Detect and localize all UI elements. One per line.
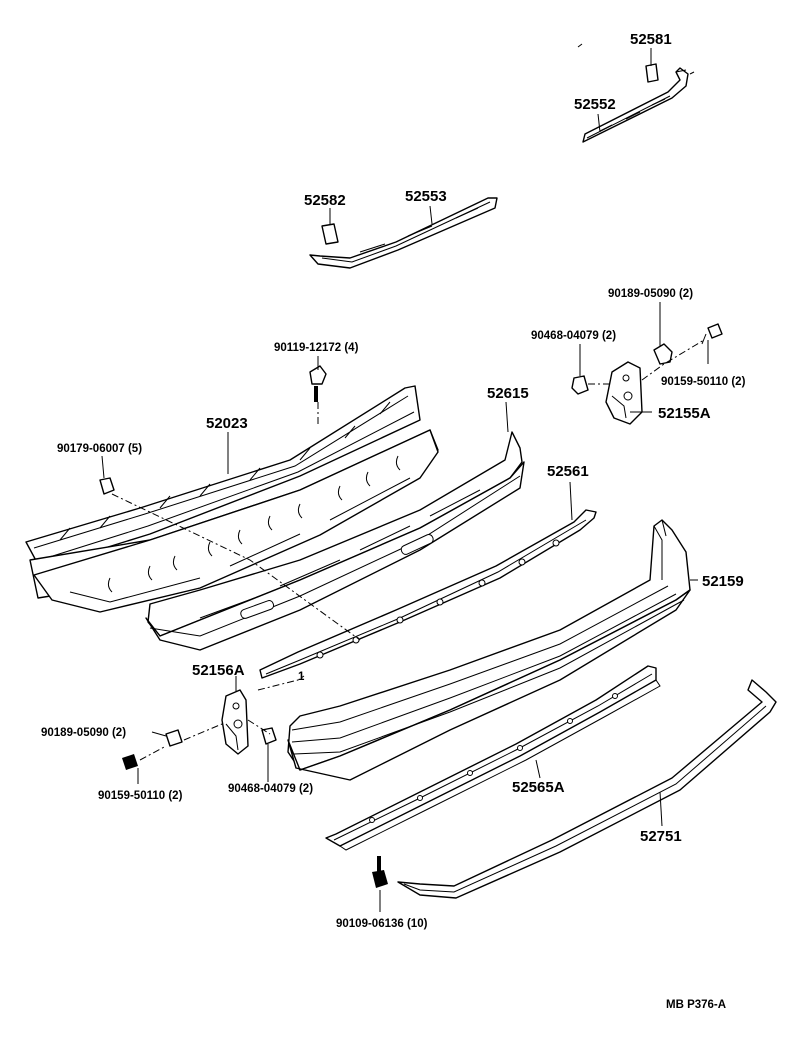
label-90189-05090-left: 90189-05090 (2): [41, 727, 126, 739]
label-52561: 52561: [547, 463, 589, 480]
bolt-90119: [309, 365, 327, 402]
label-90468-04079-right: 90468-04079 (2): [531, 330, 616, 342]
clip-90468-b: [261, 727, 277, 745]
ref-marker-1: 1: [298, 671, 305, 683]
label-52581: 52581: [630, 31, 672, 48]
label-52156A: 52156A: [192, 662, 245, 679]
label-52552: 52552: [574, 96, 616, 113]
bumper-cover-52159: [287, 519, 691, 781]
assembly-line-bracket-left: [139, 719, 271, 761]
label-52159: 52159: [702, 573, 744, 590]
label-52023: 52023: [206, 415, 248, 432]
lower-reinforcement-52565A: [325, 665, 661, 851]
bracket-52156A: [221, 689, 249, 755]
bracket-52155A: [605, 361, 643, 425]
bumper-absorber-52615: [145, 431, 525, 651]
label-52155A: 52155A: [658, 405, 711, 422]
label-52565A: 52565A: [512, 779, 565, 796]
label-90119-12172: 90119-12172 (4): [274, 342, 359, 354]
clip-52581: [645, 63, 659, 83]
diagram-code: MB P376-A: [666, 999, 726, 1011]
bumper-reinforcement-52023: [25, 385, 439, 613]
assembly-line-ref1: [257, 675, 305, 691]
moulding-52552: [582, 67, 689, 143]
nut-90189-b: [165, 729, 183, 747]
retainer-52561: [259, 509, 597, 679]
label-90109-06136: 90109-06136 (10): [336, 918, 428, 930]
label-90159-50110-left: 90159-50110 (2): [98, 790, 183, 802]
label-52615: 52615: [487, 385, 529, 402]
label-90179-06007: 90179-06007 (5): [57, 443, 142, 455]
lower-moulding-52751: [397, 679, 777, 899]
assembly-line-main: [111, 493, 361, 641]
bolt-90159-a: [701, 323, 723, 345]
assembly-line-bracket-right: [588, 339, 705, 385]
label-52582: 52582: [304, 192, 346, 209]
clip-90468-a: [571, 375, 589, 395]
nut-90189-a: [653, 343, 673, 365]
label-90189-05090-right: 90189-05090 (2): [608, 288, 693, 300]
label-90159-50110-right: 90159-50110 (2): [661, 376, 746, 388]
moulding-52553: [309, 197, 498, 269]
bolt-90159-b: [122, 754, 138, 770]
label-52553: 52553: [405, 188, 447, 205]
clip-52582: [321, 223, 339, 245]
leader-lines: [101, 48, 709, 912]
label-52751: 52751: [640, 828, 682, 845]
label-90468-04079-left: 90468-04079 (2): [228, 783, 313, 795]
bolt-90109: [372, 856, 388, 888]
nut-90179: [99, 477, 115, 495]
